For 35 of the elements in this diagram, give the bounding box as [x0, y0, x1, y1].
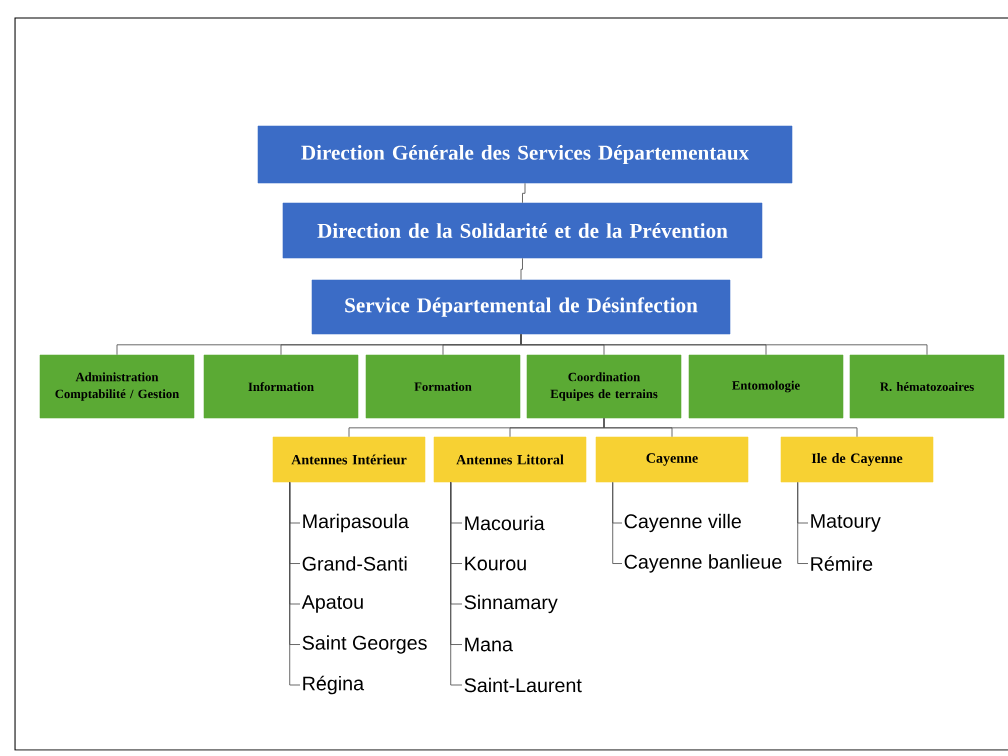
unit-box: Administration Comptabilité / Gestion — [39, 354, 195, 419]
place-name: Grand-Santi — [302, 556, 407, 571]
place-name: Saint-Laurent — [464, 677, 582, 693]
department-box: Direction de la Solidarité et de la Prévention — [282, 202, 763, 259]
connector-line — [797, 481, 809, 564]
connector-line — [522, 182, 526, 204]
place-name: Saint Georges — [302, 635, 427, 654]
place-name: Sinnamary — [464, 594, 558, 614]
connector-line — [603, 417, 858, 438]
area-box: Antennes Intérieur — [272, 436, 426, 483]
area-box: Antennes Littoral — [433, 436, 587, 483]
place-name: Apatou — [301, 595, 363, 613]
unit-box: Information — [203, 354, 359, 419]
place-name: Kourou — [465, 556, 526, 571]
place-name: Matoury — [811, 514, 881, 532]
connector-line — [289, 481, 301, 686]
place-name: Cayenne banlieue — [624, 554, 782, 573]
unit-box: R. hématozoaires — [849, 354, 1005, 419]
unit-box: Formation — [365, 354, 521, 419]
place-name: Régina — [303, 675, 365, 695]
connector-line — [520, 333, 928, 356]
connector-line — [450, 481, 463, 686]
place-name: Rémire — [811, 556, 873, 571]
place-name: Maripasoula — [303, 513, 409, 533]
connector-line — [520, 257, 523, 281]
place-name: Cayenne ville — [624, 513, 741, 533]
department-box: Service Départemental de Désinfection — [311, 279, 731, 335]
place-name: Macouria — [465, 515, 545, 531]
connector-line — [612, 481, 623, 564]
unit-box: Entomologie — [688, 354, 844, 419]
place-name: Mana — [465, 637, 513, 652]
department-box: Direction Générale des Services Départementaux — [257, 125, 793, 184]
unit-box: Coordination Equipes de terrains — [526, 354, 682, 419]
area-box: Cayenne — [595, 436, 749, 483]
area-box: Ile de Cayenne — [780, 436, 934, 483]
